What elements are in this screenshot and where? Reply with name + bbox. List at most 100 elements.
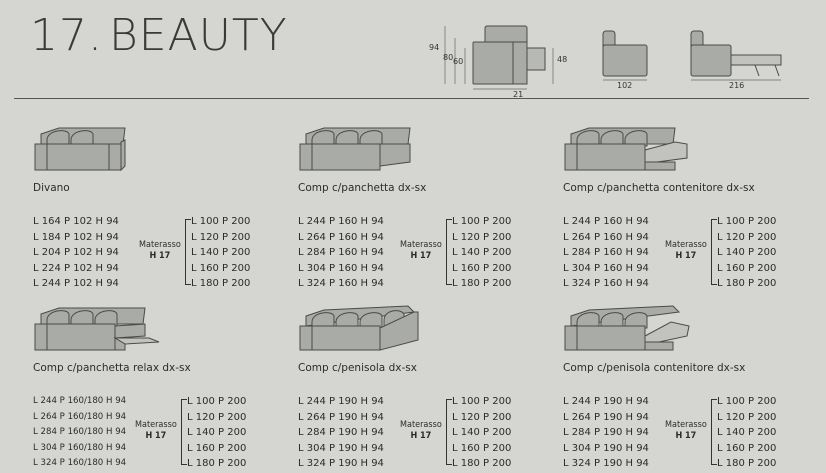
mattress-item: L 160 P 200 (452, 442, 512, 454)
size-item: L 324 P 160/180 H 94 (33, 458, 127, 468)
product-divano: Divano L 164 P 102 H 94 L 184 P 102 H 94… (33, 122, 293, 289)
product-name: Comp c/panchetta dx-sx (298, 182, 427, 194)
side-dimension-diagram: 102 (602, 30, 648, 90)
size-item: L 324 P 190 H 94 (298, 458, 384, 469)
mattress-item: L 140 P 200 (187, 427, 247, 438)
mattress-label: Materasso H 17 (400, 240, 442, 261)
mattress-list: L 100 P 200 L 120 P 200 L 140 P 200 L 16… (187, 394, 246, 472)
size-item: L 264 P 160 H 94 (563, 231, 649, 243)
mattress-item: L 180 P 200 (187, 458, 247, 469)
product-penisola: Comp c/penisola dx-sx L 244 P 190 H 94 L… (298, 302, 558, 469)
mattress-item: L 180 P 200 (452, 458, 512, 469)
size-item: L 304 P 160 H 94 (298, 262, 384, 274)
size-item: L 264 P 190 H 94 (298, 411, 384, 423)
size-item: L 324 P 160 H 94 (563, 278, 649, 289)
size-item: L 244 P 160/180 H 94 (33, 396, 127, 406)
mattress-list: L 100 P 200 L 120 P 200 L 140 P 200 L 16… (191, 214, 250, 292)
size-list: L 244 P 160/180 H 94 L 264 P 160/180 H 9… (33, 394, 126, 472)
sofa-icon (34, 127, 126, 172)
dim-height-total: 94 (429, 43, 439, 52)
mattress-item: L 160 P 200 (717, 262, 777, 274)
dim-side-depth: 102 (617, 81, 632, 90)
sofa-icon (299, 305, 419, 351)
mattress-item: L 100 P 200 (452, 216, 512, 227)
mattress-item: L 180 P 200 (191, 278, 251, 289)
size-list: L 244 P 160 H 94 L 264 P 160 H 94 L 284 … (563, 214, 649, 292)
product-name: Comp c/panchetta relax dx-sx (33, 362, 191, 374)
mattress-item: L 120 P 200 (187, 411, 247, 423)
size-item: L 204 P 102 H 94 (33, 247, 119, 258)
size-item: L 284 P 190 H 94 (298, 427, 384, 438)
size-list: L 244 P 160 H 94 L 264 P 160 H 94 L 284 … (298, 214, 384, 292)
dim-height-back: 80 (443, 53, 453, 62)
mattress-item: L 160 P 200 (452, 262, 512, 274)
size-item: L 304 P 190 H 94 (563, 442, 649, 454)
sofa-icon (564, 127, 688, 171)
product-name: Divano (33, 182, 70, 194)
size-item: L 244 P 190 H 94 (298, 396, 384, 407)
size-item: L 324 P 160 H 94 (298, 278, 384, 289)
size-item: L 244 P 160 H 94 (563, 216, 649, 227)
size-item: L 284 P 160 H 94 (298, 247, 384, 258)
mattress-item: L 160 P 200 (717, 442, 777, 454)
size-item: L 184 P 102 H 94 (33, 231, 119, 243)
header-divider (14, 98, 809, 99)
dim-open-depth: 216 (729, 81, 744, 90)
mattress-bracket (446, 219, 452, 285)
mattress-bracket (711, 219, 717, 285)
sofa-icon (299, 127, 411, 171)
mattress-item: L 100 P 200 (191, 216, 251, 227)
mattress-item: L 120 P 200 (452, 231, 512, 243)
model-name: BEAUTY (108, 10, 288, 61)
size-item: L 304 P 190 H 94 (298, 442, 384, 454)
mattress-bracket (711, 399, 717, 465)
size-item: L 264 P 160/180 H 94 (33, 411, 127, 422)
front-dimension-diagram: 94 80 60 48 21 (429, 25, 567, 98)
size-item: L 324 P 190 H 94 (563, 458, 649, 469)
mattress-item: L 120 P 200 (452, 411, 512, 423)
mattress-item: L 100 P 200 (187, 396, 247, 407)
mattress-item: L 180 P 200 (452, 278, 512, 289)
size-item: L 164 P 102 H 94 (33, 216, 119, 227)
size-list: L 164 P 102 H 94 L 184 P 102 H 94 L 204 … (33, 214, 119, 292)
size-list: L 244 P 190 H 94 L 264 P 190 H 94 L 284 … (298, 394, 384, 472)
size-item: L 264 P 190 H 94 (563, 411, 649, 423)
sofa-icon (34, 307, 160, 351)
product-panchetta-contenitore: Comp c/panchetta contenitore dx-sx L 244… (563, 122, 823, 289)
sofa-icon (564, 305, 690, 351)
mattress-item: L 120 P 200 (717, 231, 777, 243)
page-title: 17.BEAUTY (30, 14, 288, 58)
mattress-label: Materasso H 17 (139, 240, 181, 261)
product-name: Comp c/panchetta contenitore dx-sx (563, 182, 755, 194)
mattress-list: L 100 P 200 L 120 P 200 L 140 P 200 L 16… (717, 214, 776, 292)
mattress-item: L 140 P 200 (191, 247, 251, 258)
mattress-item: L 140 P 200 (452, 247, 512, 258)
mattress-bracket (185, 219, 191, 285)
mattress-item: L 120 P 200 (717, 411, 777, 423)
product-name: Comp c/penisola dx-sx (298, 362, 417, 374)
mattress-bracket (446, 399, 452, 465)
dim-height-seat: 60 (453, 57, 463, 66)
mattress-item: L 180 P 200 (717, 278, 777, 289)
mattress-item: L 120 P 200 (191, 231, 251, 243)
size-item: L 284 P 160/180 H 94 (33, 427, 127, 437)
mattress-item: L 140 P 200 (452, 427, 512, 438)
size-item: L 304 P 160/180 H 94 (33, 442, 127, 453)
mattress-label: Materasso H 17 (665, 240, 707, 261)
size-item: L 264 P 160 H 94 (298, 231, 384, 243)
mattress-item: L 100 P 200 (717, 396, 777, 407)
size-list: L 244 P 190 H 94 L 264 P 190 H 94 L 284 … (563, 394, 649, 472)
dim-arm-width: 21 (513, 90, 523, 98)
section-number: 17. (30, 10, 103, 61)
mattress-item: L 100 P 200 (717, 216, 777, 227)
mattress-label: Materasso H 17 (135, 420, 177, 441)
mattress-item: L 160 P 200 (191, 262, 251, 274)
mattress-label: Materasso H 17 (400, 420, 442, 441)
dim-height-arm: 48 (557, 55, 567, 64)
mattress-bracket (181, 399, 187, 465)
size-item: L 224 P 102 H 94 (33, 262, 119, 274)
size-item: L 284 P 190 H 94 (563, 427, 649, 438)
mattress-list: L 100 P 200 L 120 P 200 L 140 P 200 L 16… (717, 394, 776, 472)
mattress-item: L 180 P 200 (717, 458, 777, 469)
size-item: L 244 P 190 H 94 (563, 396, 649, 407)
